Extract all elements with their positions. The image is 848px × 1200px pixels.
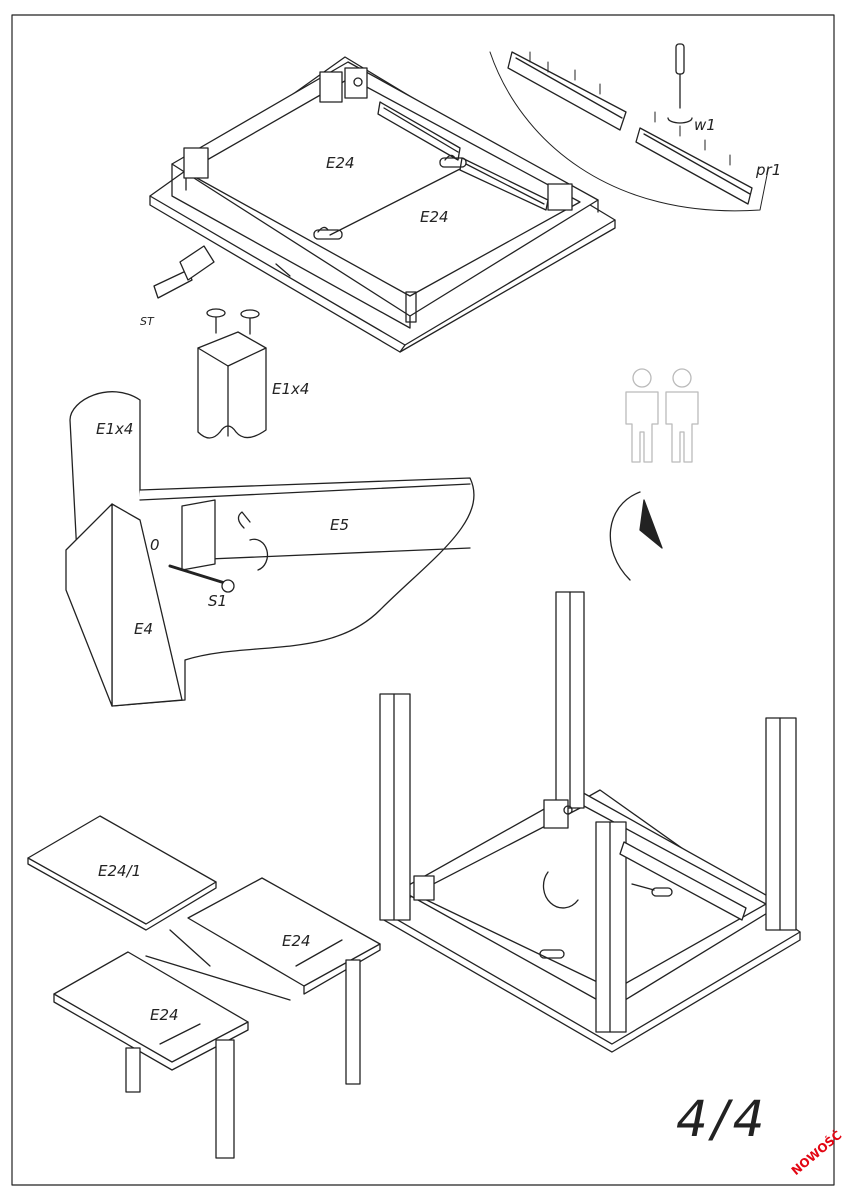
table-with-extension-leaves xyxy=(27,815,381,1159)
top-frame-assembly xyxy=(149,56,616,353)
label-e4: E4 xyxy=(134,620,154,638)
hammer-icon xyxy=(153,245,215,299)
page-border xyxy=(11,14,835,1186)
two-people-icon xyxy=(625,368,699,463)
label-st: ST xyxy=(140,315,154,328)
label-s1: S1 xyxy=(208,592,228,610)
leg-block-with-glides xyxy=(197,308,267,439)
frame-with-legs-assembly xyxy=(379,591,801,1053)
label-o: 0 xyxy=(150,536,160,554)
label-e1x4-leg: E1x4 xyxy=(96,420,134,438)
label-e24-top-b: E24 xyxy=(420,208,449,226)
rotate-arrow-icon xyxy=(609,491,663,581)
label-w1: w1 xyxy=(694,116,716,134)
label-e24-right: E24 xyxy=(282,932,311,950)
page-number: 4/4 xyxy=(676,1090,769,1148)
leg-bolt-detail xyxy=(65,391,475,707)
label-e5: E5 xyxy=(330,516,350,534)
label-e24-left: E24 xyxy=(150,1006,179,1024)
label-e1x4-leg-block: E1x4 xyxy=(272,380,310,398)
rail-detail xyxy=(489,43,769,212)
label-e24-top-a: E24 xyxy=(326,154,355,172)
label-pr1: pr1 xyxy=(756,161,782,179)
label-e24-1: E24/1 xyxy=(98,862,142,880)
